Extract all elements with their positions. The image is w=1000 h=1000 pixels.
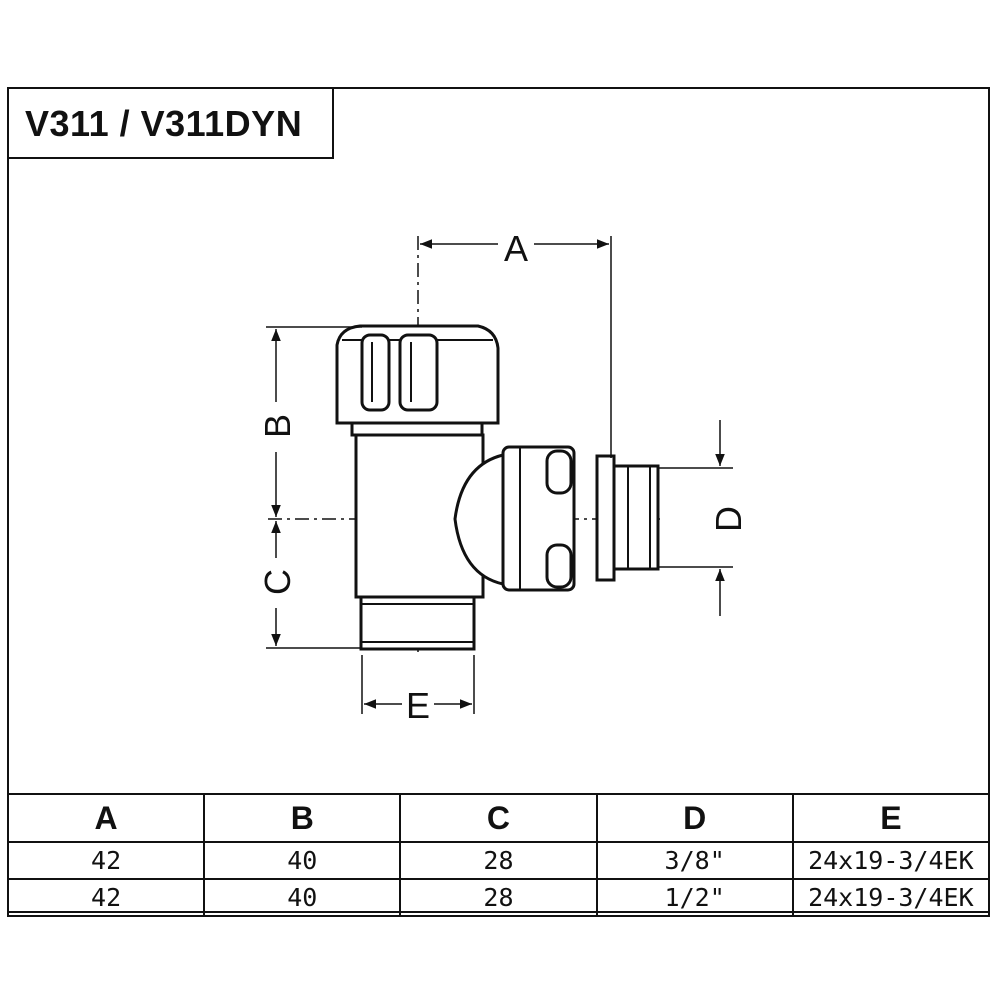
dimension-d xyxy=(658,420,733,616)
header-d: D xyxy=(595,793,794,843)
cell-b: 40 xyxy=(203,878,402,917)
label-c: C xyxy=(257,569,298,595)
cell-b: 40 xyxy=(203,841,402,880)
cell-a: 42 xyxy=(6,841,206,880)
cell-e: 24x19-3/4EK xyxy=(791,841,991,880)
dimension-table: A B C D E 42 40 28 3/8" 24x19-3/4EK 42 4… xyxy=(6,793,991,917)
label-b: B xyxy=(257,414,298,438)
header-b: B xyxy=(203,793,402,843)
header-a: A xyxy=(6,793,206,843)
cell-c: 28 xyxy=(399,841,598,880)
header-c: C xyxy=(399,793,598,843)
cell-a: 42 xyxy=(6,878,206,917)
table-header-row: A B C D E xyxy=(6,793,991,843)
table-row: 42 40 28 3/8" 24x19-3/4EK xyxy=(6,841,991,880)
cell-d: 1/2" xyxy=(595,878,794,917)
cell-e: 24x19-3/4EK xyxy=(791,878,991,917)
label-a: A xyxy=(504,228,528,269)
table-row: 42 40 28 1/2" 24x19-3/4EK xyxy=(6,878,991,917)
cell-d: 3/8" xyxy=(595,841,794,880)
header-e: E xyxy=(791,793,991,843)
drawing-title: V311 / V311DYN xyxy=(25,103,303,144)
cell-c: 28 xyxy=(399,878,598,917)
label-d: D xyxy=(708,506,749,532)
valve-body xyxy=(335,324,660,651)
label-e: E xyxy=(406,685,430,726)
title-box: V311 / V311DYN xyxy=(7,87,334,159)
